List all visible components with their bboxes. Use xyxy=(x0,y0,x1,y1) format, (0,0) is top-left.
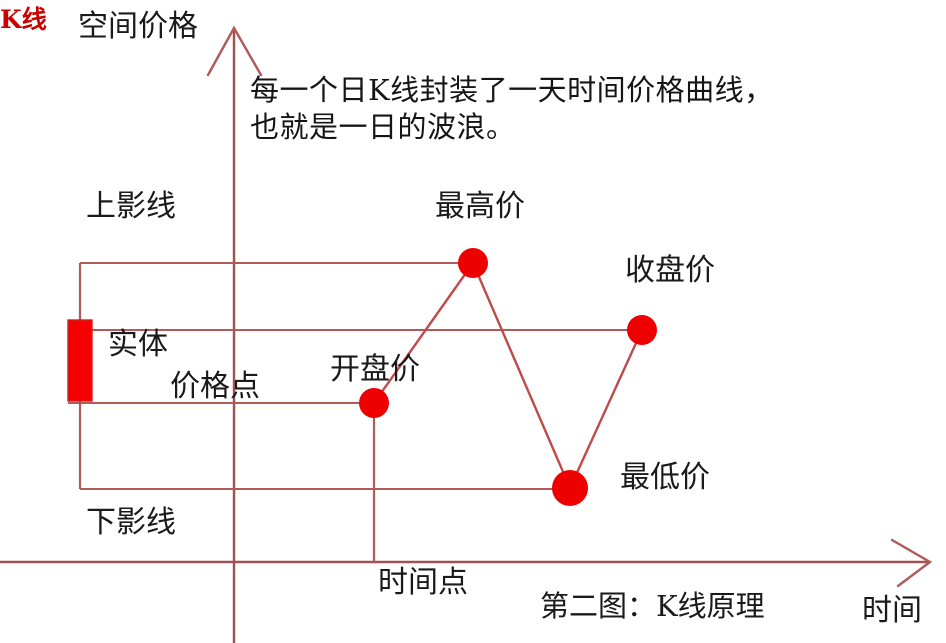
x-axis-label: 时间 xyxy=(862,593,922,628)
intraday-price-curve xyxy=(372,261,644,490)
open-price-point[interactable] xyxy=(359,388,389,418)
lower-shadow-label: 下影线 xyxy=(86,505,176,540)
data-point-markers xyxy=(359,248,657,506)
price-point-label: 价格点 xyxy=(170,369,260,404)
close-price-label: 收盘价 xyxy=(625,253,715,288)
annotation-text: 每一个日K线封装了一天时间价格曲线， 也就是一日的波浪。 xyxy=(250,73,774,145)
low-price-point[interactable] xyxy=(552,470,588,506)
low-price-label: 最低价 xyxy=(620,460,710,495)
candlestick-group xyxy=(67,263,93,489)
open-price-label: 开盘价 xyxy=(330,352,420,387)
candle-real-body xyxy=(67,319,93,402)
close-price-point[interactable] xyxy=(627,315,657,345)
x-axis-arrowhead xyxy=(890,538,933,588)
y-axis-label: 空间价格 xyxy=(78,9,198,44)
high-price-label: 最高价 xyxy=(435,189,525,224)
projection-lines-group xyxy=(68,262,642,490)
upper-shadow-label: 上影线 xyxy=(86,189,176,224)
y-axis-arrowhead xyxy=(206,25,263,77)
figure-caption: 第二图：K线原理 xyxy=(540,589,765,623)
time-point-label: 时间点 xyxy=(378,565,468,600)
high-price-point[interactable] xyxy=(458,248,488,278)
kline-label: K线 xyxy=(0,5,47,34)
axes-group xyxy=(0,25,933,643)
real-body-label: 实体 xyxy=(108,327,168,362)
